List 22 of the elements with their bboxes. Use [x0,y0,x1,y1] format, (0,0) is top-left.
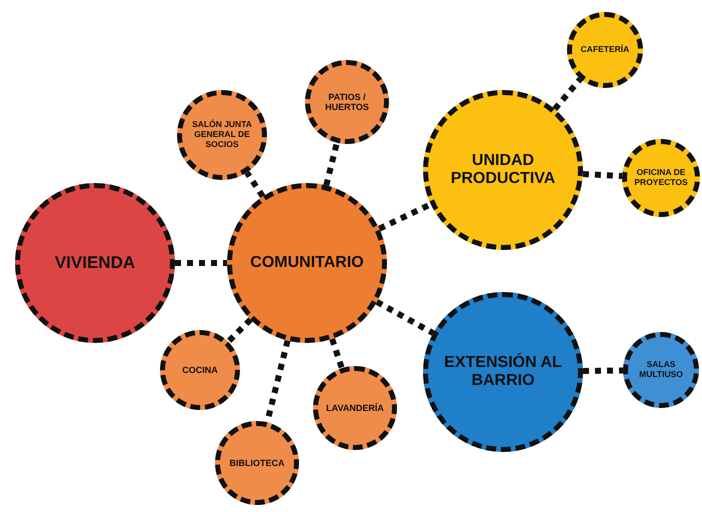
dotted-connector [582,367,624,374]
dotted-connector [375,299,435,336]
dotted-connector [582,171,622,180]
dotted-connector [329,338,345,370]
dotted-connector [378,202,432,232]
node-label: LAVANDERÍA [326,402,384,414]
dotted-connector [226,317,253,344]
node-label: COCINA [182,364,218,376]
dotted-connector [323,142,340,186]
dotted-connector [175,260,227,266]
node-label: SALAS MULTIUSO [638,360,684,380]
node-label: PATIOS / HUERTOS [324,92,370,112]
node-label: UNIDAD PRODUCTIVA [450,152,556,188]
node-label: COMUNITARIO [250,254,364,272]
node-label: BIBLIOTECA [230,458,284,468]
node-label: OFICINA DE PROYECTOS [633,168,689,188]
dotted-connector [552,77,583,111]
dotted-connector [244,170,266,198]
node-label: VIVIENDA [54,253,136,273]
node-label: CAFETERÍA [580,45,630,55]
node-label: EXTENSIÓN AL BARRIO [443,354,563,390]
node-label: SALÓN JUNTA GENERAL DE SOCIOS [191,120,253,150]
